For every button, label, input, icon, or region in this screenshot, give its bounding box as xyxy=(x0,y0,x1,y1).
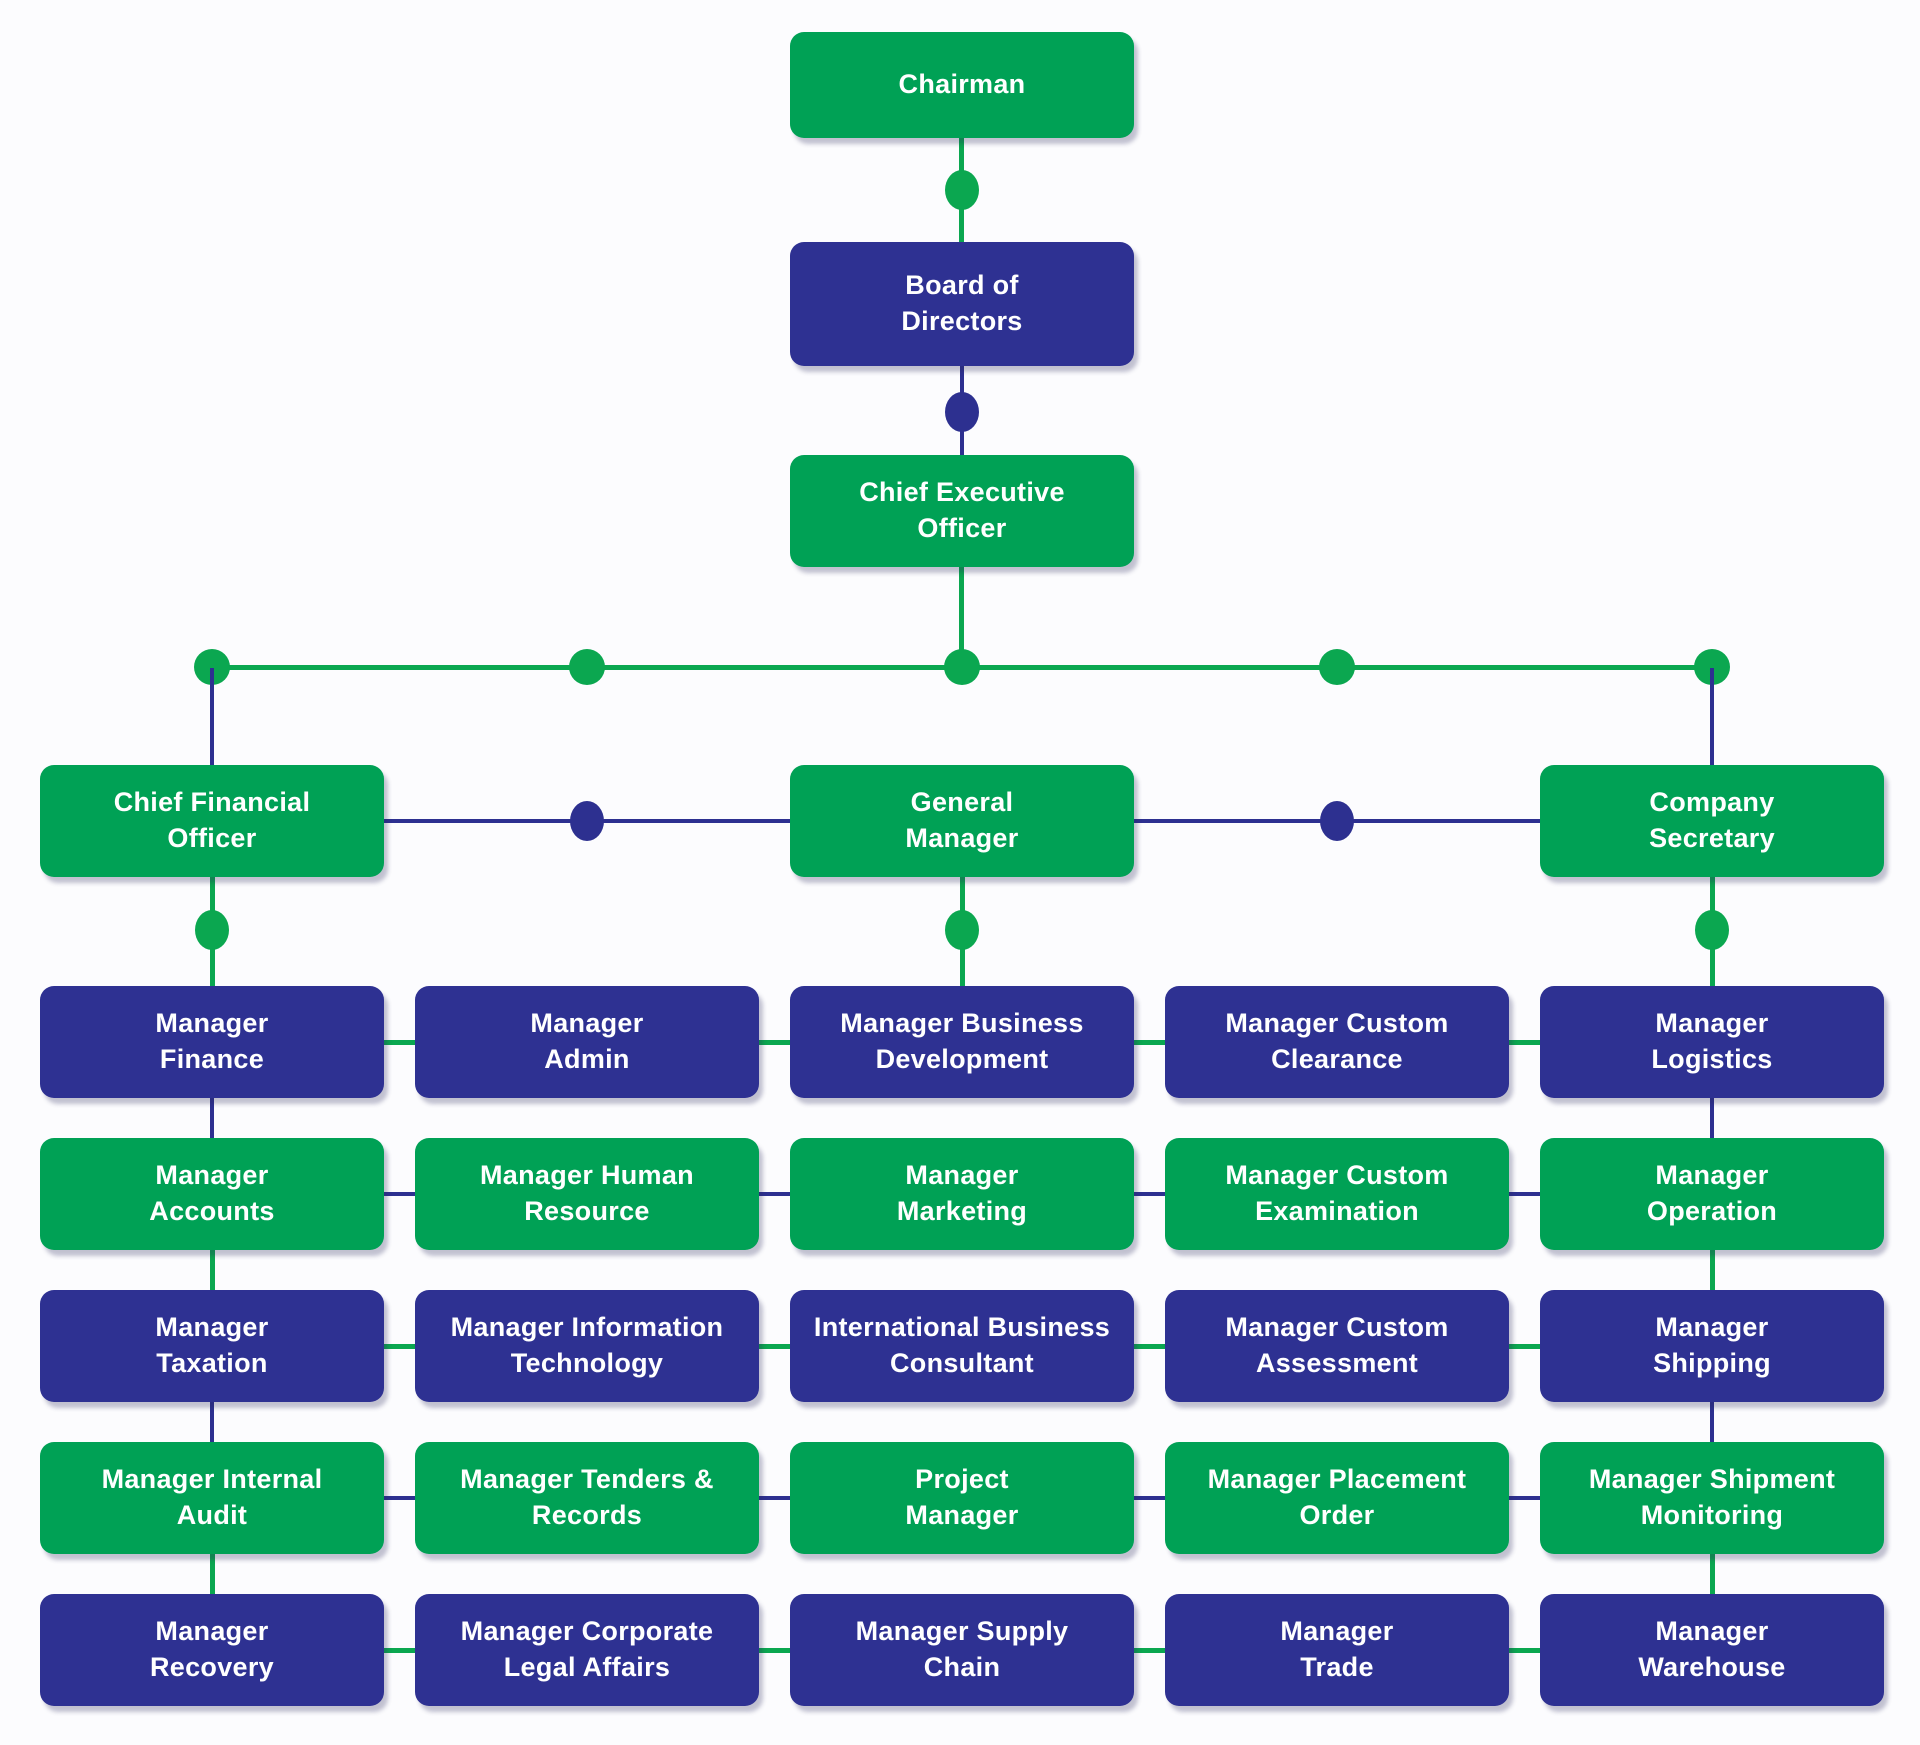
connector-row5 xyxy=(1509,1648,1540,1653)
connector-row1 xyxy=(384,1040,415,1045)
connector-row1 xyxy=(1134,1040,1165,1045)
node-manager-shipment-monitoring: Manager Shipment Monitoring xyxy=(1540,1442,1884,1554)
node-board-of-directors: Board of Directors xyxy=(790,242,1134,366)
connector-row5 xyxy=(1134,1648,1165,1653)
connector-mainline-secretary xyxy=(1710,668,1714,765)
node-international-business-consultant: International Business Consultant xyxy=(790,1290,1134,1402)
node-manager-tenders-records: Manager Tenders & Records xyxy=(415,1442,759,1554)
connector-dot-navy xyxy=(945,392,979,432)
mainline-dot xyxy=(1319,649,1355,685)
connector-col1-accounts-taxation xyxy=(210,1250,215,1290)
connector-row5 xyxy=(384,1648,415,1653)
connector-row4 xyxy=(1509,1496,1540,1500)
node-manager-custom-assessment: Manager Custom Assessment xyxy=(1165,1290,1509,1402)
connector-row2 xyxy=(384,1192,415,1196)
connector-dot-green xyxy=(195,910,229,950)
node-manager-custom-examination: Manager Custom Examination xyxy=(1165,1138,1509,1250)
connector-row2 xyxy=(1509,1192,1540,1196)
connector-ceo-mainline xyxy=(959,567,964,668)
connector-row4 xyxy=(759,1496,790,1500)
connector-row4 xyxy=(384,1496,415,1500)
node-chief-financial-officer: Chief Financial Officer xyxy=(40,765,384,877)
connector-row2 xyxy=(759,1192,790,1196)
node-manager-marketing: Manager Marketing xyxy=(790,1138,1134,1250)
mainline-dot xyxy=(944,649,980,685)
connector-row2 xyxy=(1134,1192,1165,1196)
node-manager-supply-chain: Manager Supply Chain xyxy=(790,1594,1134,1706)
node-manager-business-development: Manager Business Development xyxy=(790,986,1134,1098)
node-manager-trade: Manager Trade xyxy=(1165,1594,1509,1706)
connector-row1 xyxy=(1509,1040,1540,1045)
node-manager-taxation: Manager Taxation xyxy=(40,1290,384,1402)
connector-row4 xyxy=(1134,1496,1165,1500)
connector-row3 xyxy=(1134,1344,1165,1349)
node-manager-accounts: Manager Accounts xyxy=(40,1138,384,1250)
connector-col5-logistics-operation xyxy=(1710,1098,1714,1138)
connector-dot-navy xyxy=(570,801,604,841)
node-manager-human-resource: Manager Human Resource xyxy=(415,1138,759,1250)
node-general-manager: General Manager xyxy=(790,765,1134,877)
connector-col1-finance-accounts xyxy=(210,1098,214,1138)
node-manager-recovery: Manager Recovery xyxy=(40,1594,384,1706)
node-company-secretary: Company Secretary xyxy=(1540,765,1884,877)
node-manager-warehouse: Manager Warehouse xyxy=(1540,1594,1884,1706)
node-project-manager: Project Manager xyxy=(790,1442,1134,1554)
node-manager-placement-order: Manager Placement Order xyxy=(1165,1442,1509,1554)
node-manager-custom-clearance: Manager Custom Clearance xyxy=(1165,986,1509,1098)
node-manager-logistics: Manager Logistics xyxy=(1540,986,1884,1098)
connector-dot-green xyxy=(945,910,979,950)
connector-col5-shipping-monitoring xyxy=(1710,1402,1714,1442)
node-chief-executive-officer: Chief Executive Officer xyxy=(790,455,1134,567)
connector-dot-green xyxy=(1695,910,1729,950)
connector-row3 xyxy=(1509,1344,1540,1349)
connector-row5 xyxy=(759,1648,790,1653)
connector-col1-audit-recovery xyxy=(210,1554,215,1594)
node-manager-information-technology: Manager Information Technology xyxy=(415,1290,759,1402)
node-manager-operation: Manager Operation xyxy=(1540,1138,1884,1250)
connector-dot-green xyxy=(945,170,979,210)
connector-dot-navy xyxy=(1320,801,1354,841)
node-manager-admin: Manager Admin xyxy=(415,986,759,1098)
connector-mainline-cfo xyxy=(210,668,214,765)
node-manager-corporate-legal-affairs: Manager Corporate Legal Affairs xyxy=(415,1594,759,1706)
node-chairman: Chairman xyxy=(790,32,1134,138)
node-manager-internal-audit: Manager Internal Audit xyxy=(40,1442,384,1554)
connector-col1-taxation-audit xyxy=(210,1402,214,1442)
connector-row3 xyxy=(384,1344,415,1349)
node-manager-finance: Manager Finance xyxy=(40,986,384,1098)
connector-col5-monitoring-warehouse xyxy=(1710,1554,1715,1594)
connector-row1 xyxy=(759,1040,790,1045)
connector-row3 xyxy=(759,1344,790,1349)
mainline-dot xyxy=(569,649,605,685)
connector-col5-operation-shipping xyxy=(1710,1250,1715,1290)
node-manager-shipping: Manager Shipping xyxy=(1540,1290,1884,1402)
